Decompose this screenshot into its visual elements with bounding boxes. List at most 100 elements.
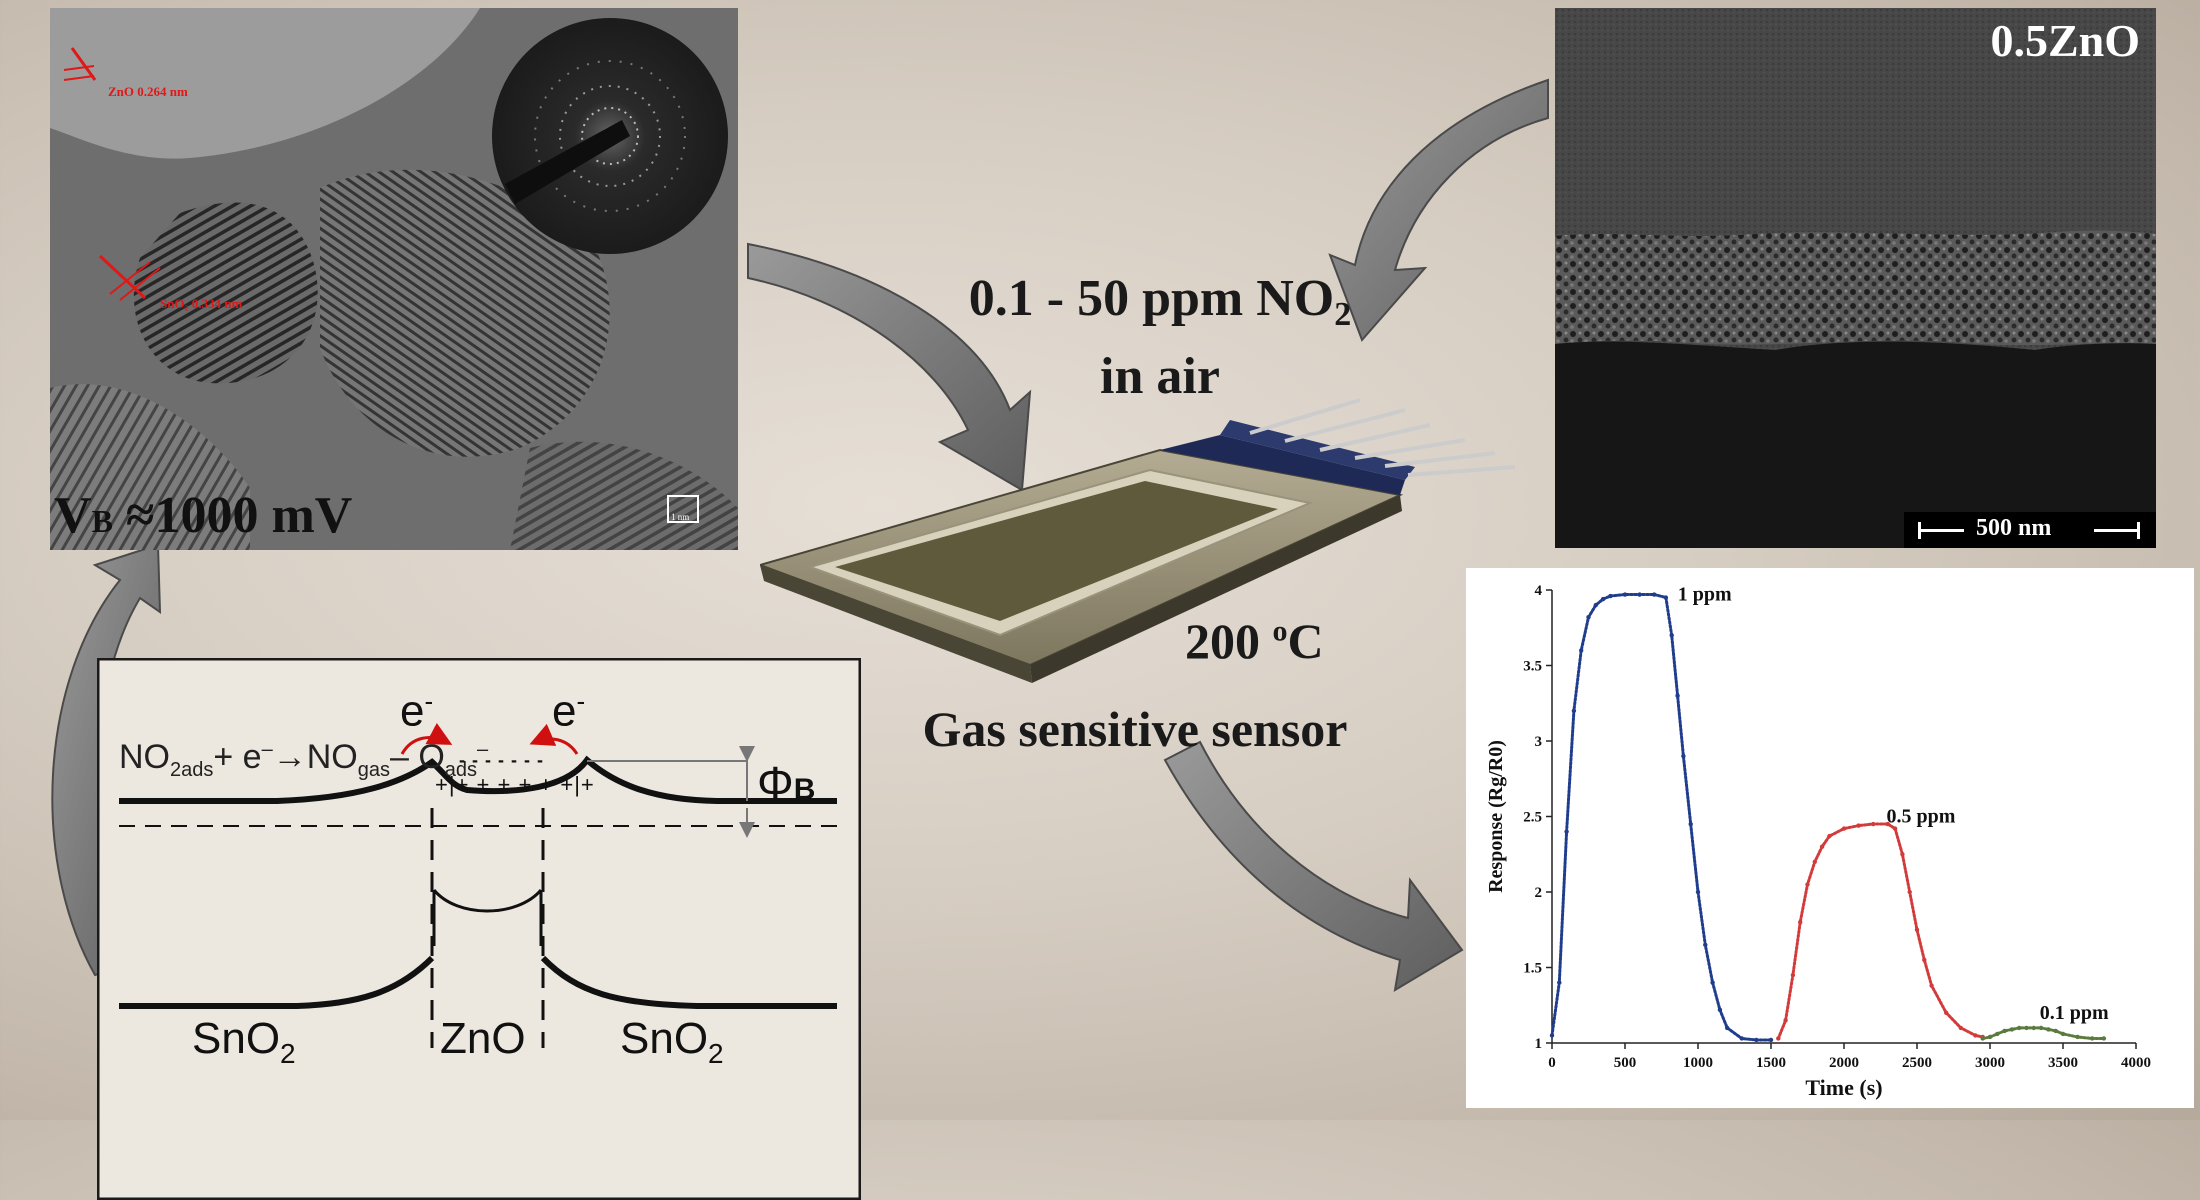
arrow-sensor-to-chart: [1163, 740, 1464, 992]
data-point: [1776, 1036, 1781, 1041]
y-tick-label: 4: [1535, 583, 1543, 599]
series-line: [1550, 593, 1773, 1042]
operating-temperature-label: 200 oC: [1185, 613, 1324, 669]
barrier-voltage-label: VB ≈1000 mV: [54, 487, 353, 544]
series-line: [1981, 1026, 2106, 1040]
y-tick-label: 3: [1535, 734, 1543, 750]
data-point: [1944, 1010, 1949, 1015]
data-point: [1564, 829, 1569, 834]
data-point: [1980, 1036, 1985, 1041]
depletion-negative-charges: - - - - - - -: [459, 750, 544, 770]
sno2-right-label: SnO2: [620, 1014, 724, 1069]
data-point: [1637, 592, 1642, 597]
sem-sample-label: 0.5ZnO: [1990, 15, 2140, 66]
y-tick-label: 3.5: [1523, 659, 1542, 675]
data-point: [1593, 602, 1598, 608]
barrier-height-label: ΦB: [757, 757, 816, 809]
x-tick-label: 500: [1614, 1055, 1637, 1071]
data-point: [1622, 592, 1628, 597]
data-point: [2024, 1025, 2029, 1031]
series-annotation: 0.5 ppm: [1887, 806, 1956, 828]
x-tick-label: 2500: [1902, 1055, 1932, 1071]
data-point: [1688, 821, 1693, 827]
data-point: [2090, 1036, 2095, 1041]
series-annotation: 0.1 ppm: [2040, 1002, 2109, 1024]
data-point: [1995, 1031, 2000, 1037]
band-diagram-panel: NO2ads+ e–→NOgas– Oads– e- e- - - - - - …: [97, 658, 861, 1200]
data-point: [1790, 972, 1796, 978]
data-point: [1922, 957, 1927, 963]
data-point: [1819, 844, 1825, 849]
data-point: [1812, 859, 1817, 864]
arrow-tem-to-sensor: [747, 242, 1032, 492]
data-point: [1900, 852, 1905, 857]
data-point: [1681, 753, 1686, 759]
tem-lattice-image: [50, 8, 738, 550]
data-point: [1579, 648, 1584, 653]
data-point: [2075, 1034, 2080, 1040]
data-point: [1725, 1025, 1730, 1031]
data-point: [2009, 1027, 2015, 1032]
x-tick-label: 2000: [1829, 1055, 1859, 1071]
data-point: [1856, 823, 1861, 828]
data-point: [2038, 1025, 2044, 1031]
data-point: [1669, 633, 1674, 638]
data-point: [1892, 826, 1898, 831]
arrow-sem-to-sensor: [1328, 78, 1549, 342]
data-point: [1871, 821, 1876, 827]
data-point: [1885, 821, 1890, 827]
sem-scale-bar: 500 nm: [1904, 512, 2156, 548]
data-point: [2046, 1027, 2051, 1032]
data-point: [1805, 882, 1810, 887]
data-point: [1652, 592, 1657, 597]
data-point: [1827, 833, 1832, 839]
tem-image-panel: ZnO 0.264 nm SnO₂ 0.334 nm 1 nm VB ≈1000…: [50, 8, 738, 550]
data-point: [1973, 1033, 1978, 1038]
series-line: [1776, 822, 1985, 1040]
data-point: [1557, 980, 1562, 985]
x-tick-label: 3000: [1975, 1055, 2005, 1071]
y-tick-label: 2.5: [1523, 810, 1542, 826]
data-point: [1600, 596, 1606, 602]
tem-scale-label: 1 nm: [671, 512, 690, 522]
sensor-pins: [1249, 398, 1516, 477]
y-axis-title: Response (Rg/R0): [1485, 740, 1507, 893]
x-tick-label: 0: [1548, 1055, 1556, 1071]
data-point: [1663, 595, 1669, 600]
y-tick-label: 1.5: [1523, 961, 1542, 977]
data-point: [2017, 1025, 2022, 1031]
data-point: [1929, 983, 1934, 988]
depletion-positive-charges: +|+ + + + + +|+: [435, 772, 595, 797]
data-point: [2002, 1028, 2007, 1034]
flow-arrows: [51, 78, 1549, 992]
data-point: [1907, 889, 1912, 895]
data-point: [1695, 889, 1701, 895]
electron-label-right: e-: [552, 686, 586, 736]
data-point: [1717, 1007, 1723, 1012]
sno2-lattice-label: SnO₂ 0.334 nm: [160, 296, 243, 311]
x-tick-label: 1000: [1683, 1055, 1713, 1071]
data-point: [1703, 942, 1708, 948]
electron-label-left: e-: [400, 686, 434, 736]
x-tick-label: 4000: [2121, 1055, 2151, 1071]
data-point: [1958, 1025, 1963, 1031]
data-point: [1586, 614, 1591, 620]
adsorption-reaction: NO2ads+ e–→NOgas– Oads–: [119, 738, 489, 781]
data-point: [1914, 927, 1920, 932]
zno-lattice-label: ZnO 0.264 nm: [108, 84, 188, 99]
data-point: [1987, 1034, 1993, 1040]
data-point: [1768, 1037, 1774, 1043]
zno-label: ZnO: [440, 1014, 526, 1063]
gas-sensor-device: [760, 398, 1516, 683]
data-point: [2101, 1036, 2107, 1041]
gas-conditions-label: 0.1 - 50 ppm NO2 in air: [968, 270, 1352, 405]
data-point: [1608, 593, 1613, 599]
x-tick-label: 1500: [1756, 1055, 1786, 1071]
sno2-left-label: SnO2: [192, 1014, 296, 1069]
data-point: [1841, 826, 1847, 831]
data-point: [1754, 1037, 1759, 1043]
data-point: [1710, 980, 1715, 985]
x-axis-title: Time (s): [1805, 1075, 1882, 1100]
